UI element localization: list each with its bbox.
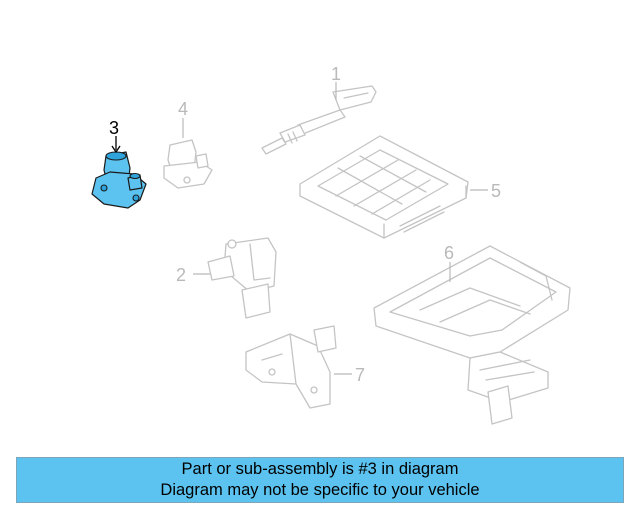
info-banner: Part or sub-assembly is #3 in diagram Di… xyxy=(16,457,624,503)
leader-3-arrow xyxy=(111,145,121,154)
part-4-sensor[interactable] xyxy=(163,139,213,189)
callout-5[interactable]: 5 xyxy=(491,181,501,201)
banner-line-1: Part or sub-assembly is #3 in diagram xyxy=(181,460,459,478)
callout-6[interactable]: 6 xyxy=(444,243,454,263)
part-1-glow-plug[interactable] xyxy=(261,85,377,155)
part-7-bracket[interactable] xyxy=(245,325,337,409)
callout-3[interactable]: 3 xyxy=(109,118,119,138)
part-6-bracket[interactable] xyxy=(373,245,571,425)
part-5-control-module[interactable] xyxy=(299,135,469,239)
banner-line-2: Diagram may not be specific to your vehi… xyxy=(160,481,480,499)
part-2-sensor[interactable] xyxy=(207,237,277,319)
callout-2[interactable]: 2 xyxy=(176,265,186,285)
part-3-highlighted[interactable] xyxy=(91,151,147,209)
callout-1[interactable]: 1 xyxy=(331,64,341,84)
callout-4[interactable]: 4 xyxy=(178,99,188,119)
callout-7[interactable]: 7 xyxy=(355,365,365,385)
